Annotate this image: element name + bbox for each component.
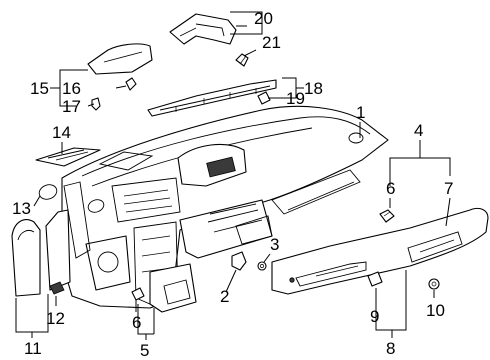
callout-14: 14 xyxy=(52,123,71,142)
callout-13: 13 xyxy=(12,199,31,218)
part-13-side-vent-grille xyxy=(38,184,105,213)
part-14-defroster-panel xyxy=(35,147,101,167)
callout-7: 7 xyxy=(444,179,453,198)
part-6-clip-lower xyxy=(131,287,145,301)
callout-11: 11 xyxy=(24,339,42,358)
callout-18: 18 xyxy=(304,79,323,98)
callout-6-right: 6 xyxy=(386,179,395,198)
callout-6-lower: 6 xyxy=(132,313,141,332)
callout-1: 1 xyxy=(356,103,365,122)
part-2-bracket xyxy=(231,251,247,271)
callout-4: 4 xyxy=(414,121,423,140)
instrument-panel xyxy=(61,105,389,309)
callout-15: 15 xyxy=(30,79,49,98)
part-12-clip xyxy=(49,281,65,295)
part-11-left-end-panel xyxy=(11,209,71,297)
part-18-upper-panel xyxy=(147,79,277,117)
callout-9: 9 xyxy=(370,307,379,326)
part-21-clip xyxy=(235,53,249,67)
part-10-fastener xyxy=(428,278,440,290)
leader-lines xyxy=(15,11,451,340)
callout-5: 5 xyxy=(140,341,149,360)
part-16-garnish-panel xyxy=(87,43,153,91)
callout-17: 17 xyxy=(62,97,81,116)
part-6-clip-right xyxy=(379,209,395,223)
callout-21: 21 xyxy=(262,33,281,52)
part-19-clip xyxy=(257,91,271,105)
callout-3: 3 xyxy=(270,235,279,254)
callout-16: 16 xyxy=(62,79,81,98)
callout-8: 8 xyxy=(386,339,395,358)
callout-19: 19 xyxy=(286,89,305,108)
callout-2: 2 xyxy=(220,287,229,306)
part-4-passenger-panel xyxy=(271,207,489,295)
callout-10: 10 xyxy=(426,301,445,320)
callout-20: 20 xyxy=(254,9,273,28)
part-20-upper-trim-cap xyxy=(169,13,237,45)
part-5-switch-bezel xyxy=(149,263,197,313)
part-3-fastener xyxy=(257,261,267,271)
part-9-clip xyxy=(367,271,383,287)
callout-labels: 20 21 15 16 17 18 19 1 14 13 4 6 7 3 2 6… xyxy=(12,9,453,360)
callout-12: 12 xyxy=(46,309,65,328)
